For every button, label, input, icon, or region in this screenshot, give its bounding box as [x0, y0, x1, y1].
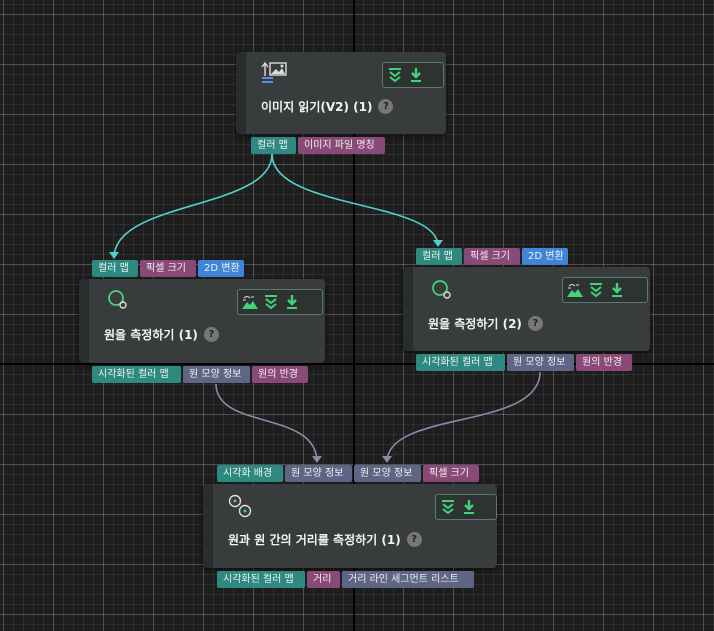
- arrow-circle1: [109, 252, 119, 259]
- wire-read-to-circle1: [113, 153, 273, 259]
- node-title: 이미지 읽기(V2) (1) ?: [261, 98, 394, 115]
- input-port-2d-transform[interactable]: 2D 변환: [198, 260, 244, 277]
- output-port-circle-radius[interactable]: 원의 반경: [576, 354, 632, 371]
- output-port-color-map[interactable]: 컬러 맵: [251, 137, 296, 154]
- output-port-circle-info[interactable]: 원 모양 정보: [183, 366, 250, 383]
- image-read-icon: [261, 60, 289, 90]
- node-title: 원과 원 간의 거리를 측정하기 (1) ?: [228, 531, 422, 548]
- input-port-pixel-size[interactable]: 픽셀 크기: [140, 260, 196, 277]
- download-icon[interactable]: [608, 281, 626, 299]
- wire-circle1-to-distance: [215, 383, 318, 463]
- input-port-circle-info-1[interactable]: 원 모양 정보: [285, 465, 352, 482]
- node-title-text: 이미지 읽기(V2) (1): [261, 100, 373, 114]
- output-port-distance-line-segments[interactable]: 거리 라인 세그먼트 리스트: [342, 571, 474, 588]
- help-icon[interactable]: ?: [527, 316, 543, 331]
- node-measure-circle-2[interactable]: 원을 측정하기 (2) ?: [403, 267, 650, 351]
- output-port-distance[interactable]: 거리: [307, 571, 340, 588]
- node-read-image[interactable]: 이미지 읽기(V2) (1) ?: [236, 52, 446, 134]
- node-title-text: 원을 측정하기 (2): [428, 317, 522, 331]
- mountain-icon[interactable]: [566, 281, 584, 299]
- download-icon[interactable]: [460, 498, 478, 516]
- output-port-circle-radius[interactable]: 원의 반경: [252, 366, 308, 383]
- collapse-icon[interactable]: [386, 66, 404, 84]
- help-icon[interactable]: ?: [378, 99, 394, 114]
- node-title-text: 원과 원 간의 거리를 측정하기 (1): [228, 533, 401, 547]
- node-toolbar: [382, 62, 444, 88]
- input-port-2d-transform[interactable]: 2D 변환: [522, 248, 568, 265]
- mountain-icon[interactable]: [241, 293, 259, 311]
- node-toolbar: [562, 277, 648, 303]
- node-measure-circle-1[interactable]: 원을 측정하기 (1) ?: [79, 279, 325, 363]
- help-icon[interactable]: ?: [406, 532, 422, 547]
- output-port-visualized-color-map[interactable]: 시각화된 컬러 맵: [92, 366, 181, 383]
- download-icon[interactable]: [407, 66, 425, 84]
- circle-measure-icon: [107, 289, 129, 315]
- help-icon[interactable]: ?: [203, 327, 219, 342]
- circle-distance-icon: [228, 494, 252, 522]
- output-port-circle-info[interactable]: 원 모양 정보: [507, 354, 574, 371]
- collapse-icon[interactable]: [439, 498, 457, 516]
- arrow-distance-1: [312, 456, 322, 463]
- node-title: 원을 측정하기 (2) ?: [428, 315, 543, 332]
- output-port-image-file-name[interactable]: 이미지 파일 명칭: [298, 137, 385, 154]
- wire-read-to-circle2: [271, 153, 439, 247]
- input-port-pixel-size[interactable]: 픽셀 크기: [464, 248, 520, 265]
- input-port-color-map[interactable]: 컬러 맵: [92, 260, 138, 277]
- canvas-axis-horizontal: [0, 363, 714, 365]
- canvas-axis-vertical: [353, 0, 355, 631]
- output-port-visualized-color-map[interactable]: 시각화된 컬러 맵: [217, 571, 305, 588]
- input-port-visualization-background[interactable]: 시각화 배경: [217, 465, 283, 482]
- input-port-color-map[interactable]: 컬러 맵: [416, 248, 462, 265]
- node-title: 원을 측정하기 (1) ?: [104, 326, 219, 343]
- input-port-circle-info-2[interactable]: 원 모양 정보: [354, 465, 421, 482]
- node-toolbar: [435, 494, 497, 520]
- arrow-distance-2: [382, 456, 392, 463]
- collapse-icon[interactable]: [587, 281, 605, 299]
- node-toolbar: [237, 289, 323, 315]
- wire-circle2-to-distance: [386, 371, 541, 463]
- node-title-text: 원을 측정하기 (1): [104, 328, 198, 342]
- output-port-visualized-color-map[interactable]: 시각화된 컬러 맵: [416, 354, 505, 371]
- input-port-pixel-size[interactable]: 픽셀 크기: [423, 465, 479, 482]
- download-icon[interactable]: [283, 293, 301, 311]
- node-circle-distance[interactable]: 원과 원 간의 거리를 측정하기 (1) ?: [203, 484, 497, 568]
- circle-measure-icon: [431, 279, 453, 305]
- arrow-circle2: [433, 240, 443, 247]
- collapse-icon[interactable]: [262, 293, 280, 311]
